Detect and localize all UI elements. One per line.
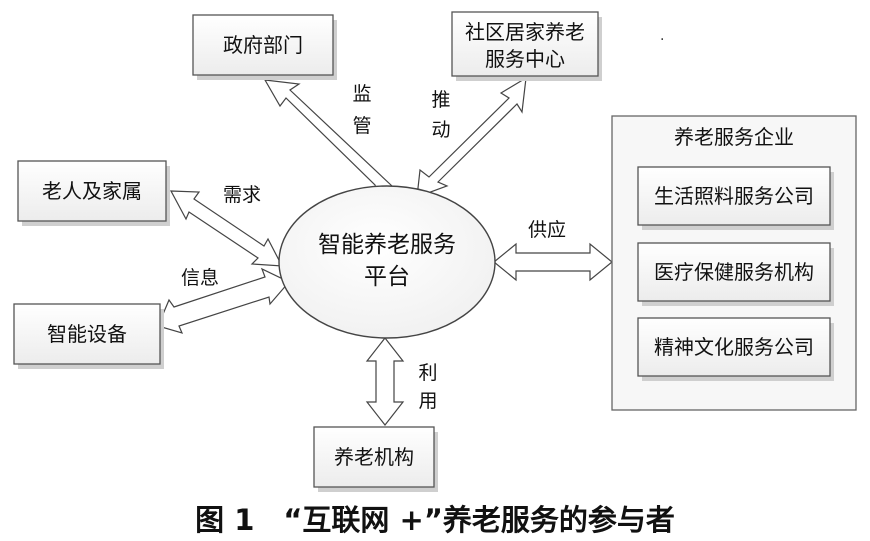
edge-label-promote-char2: 动 [431,119,450,141]
stray-dot: . [660,28,664,44]
enterprise-item-label: 生活照料服务公司 [654,184,814,208]
edge-label-use-char2: 用 [418,390,437,412]
edge-label-information: 信息 [181,267,219,289]
arrow-government-platform [263,79,395,200]
edge-label-supervise-char2: 管 [352,115,371,137]
node-elderly-institution: 养老机构 [313,426,438,492]
enterprise-item-spiritual: 精神文化服务公司 [637,317,834,381]
figure-caption: 图 1 “互联网 +”养老服务的参与者 [195,503,675,537]
smart-devices-label: 智能设备 [47,322,127,346]
government-label: 政府部门 [223,33,303,57]
enterprise-group-title: 养老服务企业 [674,125,794,149]
community-center-label-line1: 社区居家养老 [465,20,585,44]
arrow-platform-institution [365,337,405,426]
edge-label-use-char1: 利 [418,362,437,384]
enterprise-item-daily-care: 生活照料服务公司 [637,166,834,230]
node-government: 政府部门 [192,14,337,80]
platform-label-line1: 智能养老服务 [318,232,456,258]
edge-label-demand: 需求 [223,184,261,206]
platform-label-line2: 平台 [364,264,410,290]
elderly-family-label: 老人及家属 [42,179,142,203]
community-center-label-line2: 服务中心 [485,47,565,71]
node-elderly-family: 老人及家属 [17,160,170,226]
enterprise-item-label: 医疗保健服务机构 [654,260,814,284]
enterprise-item-medical: 医疗保健服务机构 [637,242,834,306]
enterprise-group: 养老服务企业 生活照料服务公司 医疗保健服务机构 精神文化服务公司 [611,115,857,411]
edge-label-promote-char1: 推 [431,89,450,111]
arrow-devices-platform [157,267,290,334]
platform-node: 智能养老服务 平台 [278,185,496,339]
edge-label-supply: 供应 [528,219,566,241]
enterprise-item-label: 精神文化服务公司 [654,335,814,359]
elderly-institution-label: 养老机构 [334,445,414,469]
node-smart-devices: 智能设备 [13,303,164,369]
edge-label-supervise-char1: 监 [352,83,371,105]
arrow-platform-enterprise [493,242,613,282]
node-community-center: 社区居家养老 服务中心 [451,11,602,81]
